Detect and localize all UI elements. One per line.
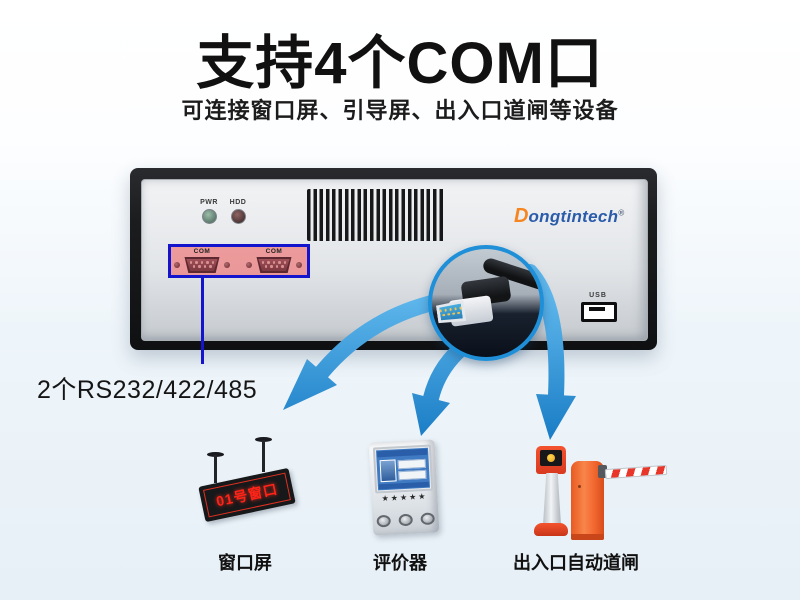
- brand-initial: D: [514, 205, 529, 227]
- screw-icon: [246, 262, 252, 268]
- rating-button-icon: [420, 512, 435, 526]
- brand-logo: Dongtintech®: [514, 205, 624, 228]
- screw-icon: [224, 262, 230, 268]
- evaluator-buttons: [372, 512, 439, 528]
- barrier-label: 出入口自动道闸: [513, 553, 639, 573]
- registered-mark: ®: [618, 208, 625, 218]
- rating-button-icon: [376, 514, 392, 528]
- evaluator-label: 评价器: [373, 553, 427, 573]
- com-port-2: COM: [243, 247, 305, 274]
- evaluator-device: ★★★★★: [368, 439, 440, 536]
- db9-plug-icon: [436, 300, 467, 325]
- db9-connector-icon: [171, 256, 233, 274]
- ticket-post-screen: [540, 450, 562, 466]
- power-led-icon: [201, 209, 217, 224]
- vent-grille: [307, 189, 445, 241]
- brand-name: ongtintech: [528, 207, 619, 226]
- hdd-led-icon: [230, 209, 246, 224]
- com-annotation-text: 2个RS232/422/485: [37, 376, 258, 404]
- ticket-post-pole: [543, 473, 561, 525]
- usb-port: USB: [581, 292, 617, 322]
- usb-port-icon: [581, 302, 617, 322]
- ticket-post-base: [534, 523, 568, 536]
- ticket-post-head: [536, 446, 566, 474]
- usb-port-label: USB: [589, 292, 607, 299]
- barrier-arm-bracket: [598, 465, 607, 478]
- page-subtitle: 可连接窗口屏、引导屏、出入口道闸等设备: [181, 98, 619, 123]
- power-led-indicator: PWR: [194, 199, 224, 229]
- hanging-rod: [262, 440, 265, 472]
- speaker-icon: [547, 454, 555, 462]
- led-sign-text: 01号窗口: [214, 480, 280, 510]
- window-screen-label: 窗口屏: [218, 553, 272, 573]
- keyhole-icon: [578, 485, 581, 488]
- screw-icon: [296, 262, 302, 268]
- power-led-label: PWR: [200, 199, 218, 206]
- hdd-led-label: HDD: [229, 199, 247, 206]
- screw-icon: [174, 262, 180, 268]
- callout-line: [201, 278, 204, 364]
- chassis-front-panel: PWR HDD Dongtintech® COM: [141, 179, 648, 341]
- ceiling-mount-icon: [207, 452, 224, 457]
- hanging-rod: [214, 455, 217, 483]
- com-ports-highlight-box: COM COM: [168, 244, 310, 278]
- ceiling-mount-icon: [255, 437, 272, 442]
- db9-connector-icon: [243, 256, 305, 274]
- hdd-led-indicator: HDD: [223, 199, 253, 229]
- window-screen-device: 01号窗口: [198, 467, 296, 523]
- page-title: 支持4个COM口: [196, 31, 604, 96]
- com-port-2-label: COM: [265, 248, 283, 255]
- id-photo: [379, 459, 397, 483]
- com-port-1-label: COM: [193, 248, 211, 255]
- serial-connector-inset: [428, 245, 544, 361]
- barrier-arm: [604, 464, 668, 480]
- industrial-pc-chassis: PWR HDD Dongtintech® COM: [130, 168, 657, 350]
- rating-button-icon: [398, 513, 414, 527]
- evaluator-screen: [372, 444, 434, 494]
- com-port-1: COM: [171, 247, 233, 274]
